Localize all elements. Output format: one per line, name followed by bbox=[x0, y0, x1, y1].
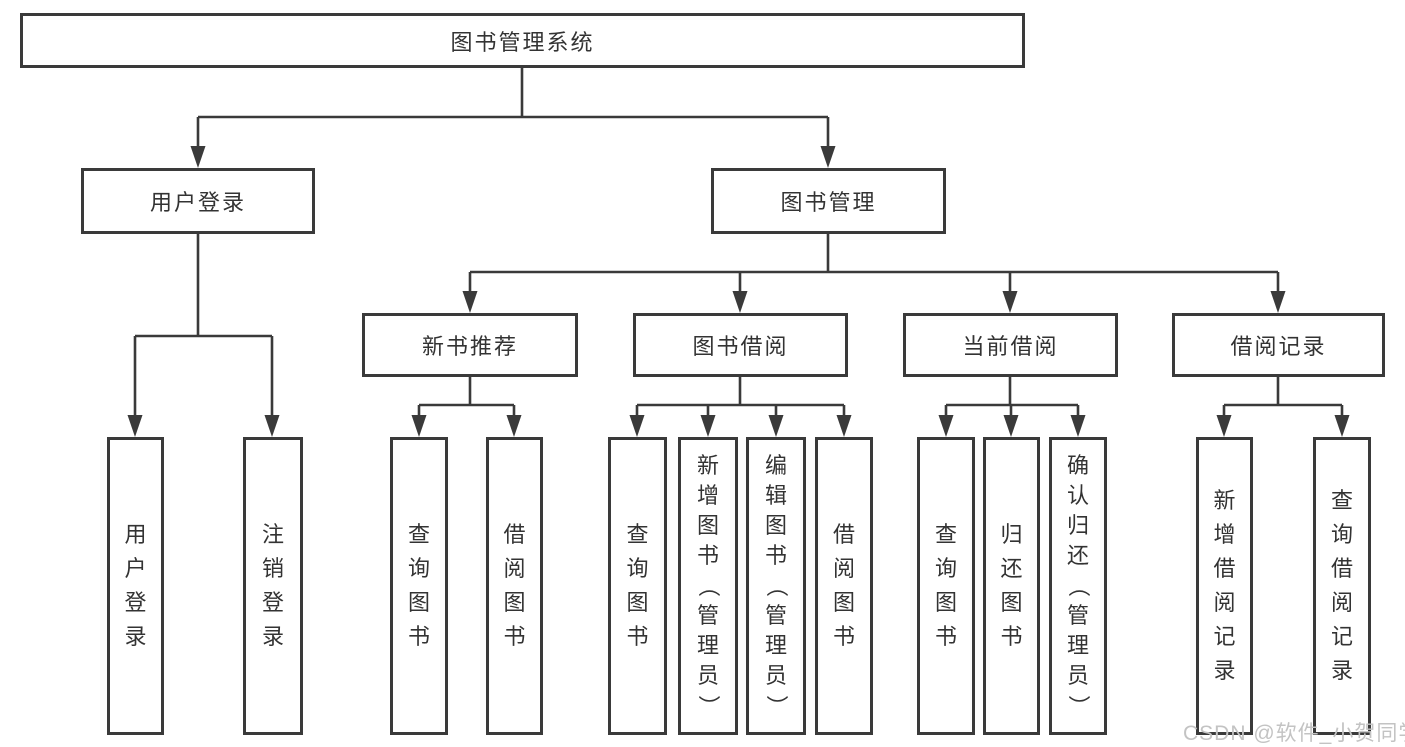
leaf-borrow-query-book-label: 查询图书 bbox=[626, 522, 649, 649]
leaf-confirm-return-admin: 确认归还（管理员） bbox=[1049, 437, 1107, 735]
leaf-add-borrow-record-label: 新增借阅记录 bbox=[1213, 488, 1236, 683]
leaf-return-book: 归还图书 bbox=[983, 437, 1040, 735]
leaf-user-login: 用户登录 bbox=[107, 437, 164, 735]
leaf-recommend-query-book-label: 查询图书 bbox=[407, 522, 430, 649]
arrowheads bbox=[127, 146, 1350, 437]
leaf-recommend-borrow-book-label: 借阅图书 bbox=[503, 522, 526, 649]
node-user-login-label: 用户登录 bbox=[149, 190, 246, 215]
node-borrow-records-label: 借阅记录 bbox=[1230, 334, 1327, 359]
node-current-borrow-label: 当前借阅 bbox=[962, 334, 1059, 359]
leaf-query-borrow-record-label: 查询借阅记录 bbox=[1330, 488, 1353, 683]
leaf-return-book-label: 归还图书 bbox=[1000, 522, 1023, 649]
node-current-borrow: 当前借阅 bbox=[903, 313, 1118, 377]
tree-edges bbox=[133, 68, 1344, 419]
leaf-query-borrow-record: 查询借阅记录 bbox=[1313, 437, 1371, 735]
leaf-user-login-label: 用户登录 bbox=[124, 522, 147, 649]
leaf-logout-label: 注销登录 bbox=[261, 522, 284, 649]
leaf-borrow-query-book: 查询图书 bbox=[608, 437, 667, 735]
node-root-system: 图书管理系统 bbox=[20, 13, 1025, 68]
leaf-confirm-return-admin-label: 确认归还（管理员） bbox=[1066, 453, 1091, 717]
node-user-login: 用户登录 bbox=[81, 168, 315, 234]
leaf-borrow-book-label: 借阅图书 bbox=[832, 522, 855, 649]
leaf-edit-book-admin: 编辑图书（管理员） bbox=[746, 437, 806, 735]
node-new-book-recommend: 新书推荐 bbox=[362, 313, 578, 377]
node-borrow-records: 借阅记录 bbox=[1172, 313, 1385, 377]
leaf-edit-book-admin-label: 编辑图书（管理员） bbox=[764, 453, 789, 717]
node-book-borrow: 图书借阅 bbox=[633, 313, 848, 377]
node-new-book-recommend-label: 新书推荐 bbox=[421, 334, 518, 359]
node-book-management: 图书管理 bbox=[711, 168, 946, 234]
node-root-label: 图书管理系统 bbox=[450, 29, 595, 55]
leaf-recommend-query-book: 查询图书 bbox=[390, 437, 448, 735]
leaf-logout: 注销登录 bbox=[243, 437, 303, 735]
leaf-borrow-book: 借阅图书 bbox=[815, 437, 873, 735]
leaf-add-borrow-record: 新增借阅记录 bbox=[1196, 437, 1253, 735]
leaf-add-book-admin-label: 新增图书（管理员） bbox=[696, 453, 721, 717]
node-book-borrow-label: 图书借阅 bbox=[692, 334, 789, 359]
leaf-current-query-book-label: 查询图书 bbox=[934, 522, 957, 649]
leaf-current-query-book: 查询图书 bbox=[917, 437, 975, 735]
leaf-add-book-admin: 新增图书（管理员） bbox=[678, 437, 738, 735]
csdn-watermark: CSDN @软件_小贺同学 bbox=[1183, 722, 1405, 745]
node-book-management-label: 图书管理 bbox=[780, 190, 877, 215]
leaf-recommend-borrow-book: 借阅图书 bbox=[486, 437, 543, 735]
